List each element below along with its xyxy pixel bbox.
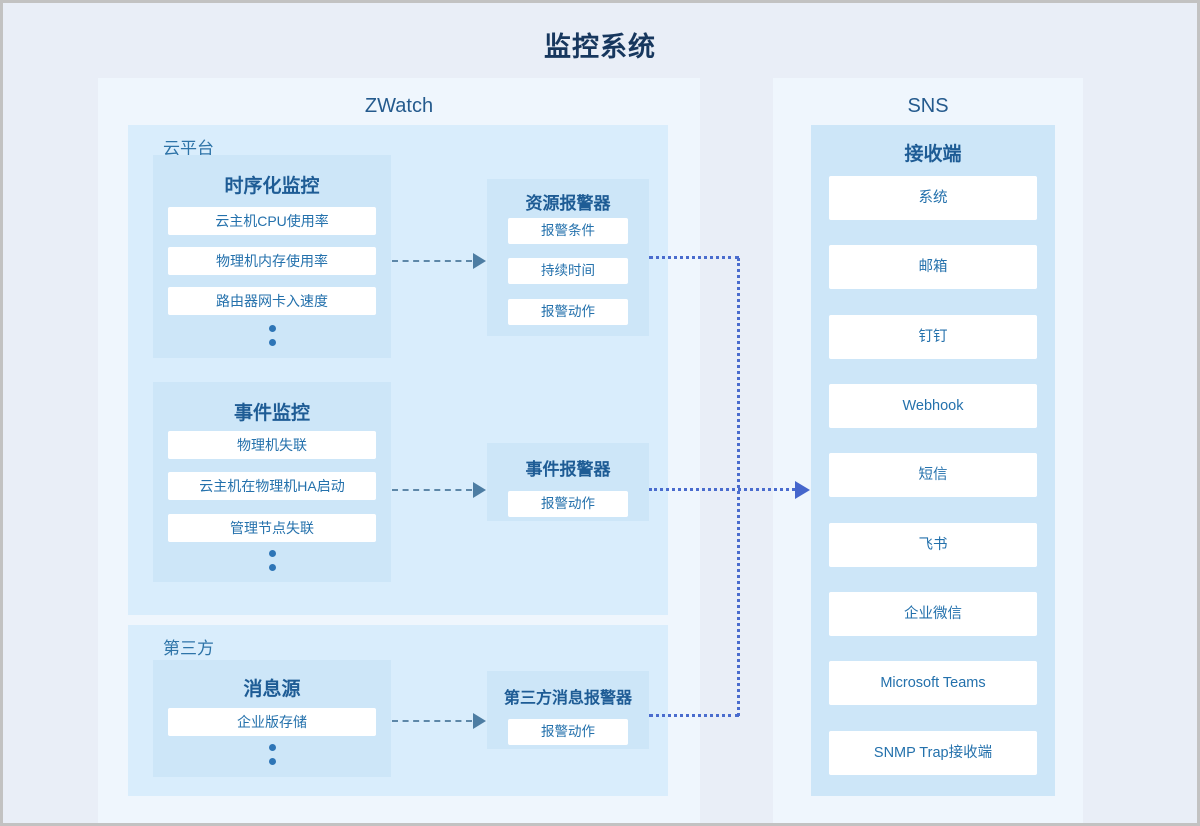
event-alarm-item: 报警动作 <box>508 491 628 517</box>
third-party-alarm-title: 第三方消息报警器 <box>503 690 632 707</box>
third-party-alarm-item: 报警动作 <box>508 719 628 745</box>
resource-alarm-item: 持续时间 <box>508 258 628 284</box>
receiver-block: 接收端 系统 邮箱 钉钉 Webhook 短信 飞书 企业微信 Microsof… <box>811 125 1055 796</box>
ts-monitor-block: 时序化监控 云主机CPU使用率 物理机内存使用率 路由器网卡入速度 <box>153 155 391 358</box>
receiver-item: 企业微信 <box>829 592 1037 636</box>
resource-alarm-item: 报警动作 <box>508 299 628 325</box>
receiver-item: Webhook <box>829 384 1037 428</box>
receiver-item: SNMP Trap接收端 <box>829 731 1037 775</box>
third-party-section: 第三方 消息源 企业版存储 第三方消息报警器 报警动作 <box>128 625 668 796</box>
sns-heading: SNS <box>907 95 949 117</box>
receiver-item: 飞书 <box>829 523 1037 567</box>
arrow-head-icon <box>473 713 486 729</box>
receiver-item: 钉钉 <box>829 315 1037 359</box>
zwatch-panel: ZWatch 云平台 时序化监控 云主机CPU使用率 物理机内存使用率 路由器网… <box>98 78 700 823</box>
receiver-item: Microsoft Teams <box>829 661 1037 705</box>
ts-monitor-item: 云主机CPU使用率 <box>168 207 376 235</box>
zwatch-heading: ZWatch <box>364 95 434 117</box>
resource-alarm-block: 资源报警器 报警条件 持续时间 报警动作 <box>487 179 649 336</box>
message-source-title: 消息源 <box>243 679 301 700</box>
arrow-head-icon <box>473 482 486 498</box>
receiver-item: 短信 <box>829 453 1037 497</box>
ellipsis-dots-icon <box>153 550 391 571</box>
ellipsis-dots-icon <box>153 744 391 765</box>
page-title: 监控系统 <box>544 32 656 62</box>
dashed-arrow-event-to-alarm <box>392 489 472 491</box>
event-alarm-title: 事件报警器 <box>525 460 611 479</box>
resource-alarm-item: 报警条件 <box>508 218 628 244</box>
arrow-head-icon <box>795 481 810 499</box>
dotted-line-event-out <box>649 488 795 491</box>
message-source-item: 企业版存储 <box>168 708 376 736</box>
event-monitor-item: 云主机在物理机HA启动 <box>168 472 376 500</box>
event-monitor-item: 物理机失联 <box>168 431 376 459</box>
resource-alarm-title: 资源报警器 <box>525 194 611 213</box>
third-party-label: 第三方 <box>163 639 214 658</box>
message-source-block: 消息源 企业版存储 <box>153 660 391 777</box>
receiver-item: 邮箱 <box>829 245 1037 289</box>
event-monitor-title: 事件监控 <box>233 403 310 424</box>
ts-monitor-title: 时序化监控 <box>224 176 320 197</box>
receiver-item: 系统 <box>829 176 1037 220</box>
dotted-line-vertical-bus <box>737 258 740 716</box>
ts-monitor-item: 物理机内存使用率 <box>168 247 376 275</box>
dotted-line-resource-out <box>649 256 739 259</box>
event-monitor-block: 事件监控 物理机失联 云主机在物理机HA启动 管理节点失联 <box>153 382 391 582</box>
third-party-alarm-block: 第三方消息报警器 报警动作 <box>487 671 649 749</box>
cloud-platform-label: 云平台 <box>163 139 214 158</box>
dashed-arrow-ts-to-resource <box>392 260 472 262</box>
ts-monitor-item: 路由器网卡入速度 <box>168 287 376 315</box>
sns-panel: SNS 接收端 系统 邮箱 钉钉 Webhook 短信 飞书 企业微信 Micr… <box>773 78 1083 823</box>
dotted-line-thirdparty-out <box>649 714 739 717</box>
cloud-platform-section: 云平台 时序化监控 云主机CPU使用率 物理机内存使用率 路由器网卡入速度 资源… <box>128 125 668 615</box>
event-monitor-item: 管理节点失联 <box>168 514 376 542</box>
receiver-title: 接收端 <box>904 144 962 165</box>
arrow-head-icon <box>473 253 486 269</box>
event-alarm-block: 事件报警器 报警动作 <box>487 443 649 521</box>
ellipsis-dots-icon <box>153 325 391 346</box>
dashed-arrow-source-to-alarm <box>392 720 472 722</box>
